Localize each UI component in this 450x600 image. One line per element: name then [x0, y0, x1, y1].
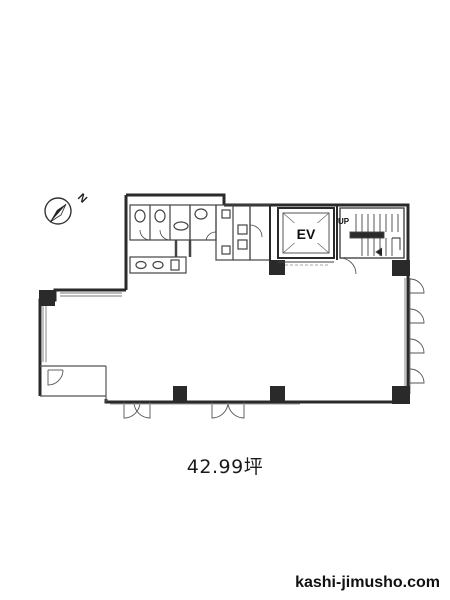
staircase: UP [338, 207, 405, 275]
elevator: EV [277, 207, 335, 266]
north-arrow-icon: N [44, 191, 89, 225]
bottom-doors [110, 401, 300, 419]
core-walls [269, 205, 338, 275]
columns [39, 260, 410, 404]
elevator-label: EV [297, 226, 316, 242]
entrance-vestibule [40, 365, 107, 402]
windows [42, 278, 411, 394]
stair-up-label: UP [338, 217, 350, 226]
toilet-block [129, 204, 271, 274]
outer-walls [38, 193, 410, 404]
north-label: N [75, 191, 89, 205]
floor-area-label: 42.99坪 [186, 456, 264, 478]
site-watermark: kashi-jimusho.com [295, 574, 440, 591]
right-casements [409, 278, 425, 384]
